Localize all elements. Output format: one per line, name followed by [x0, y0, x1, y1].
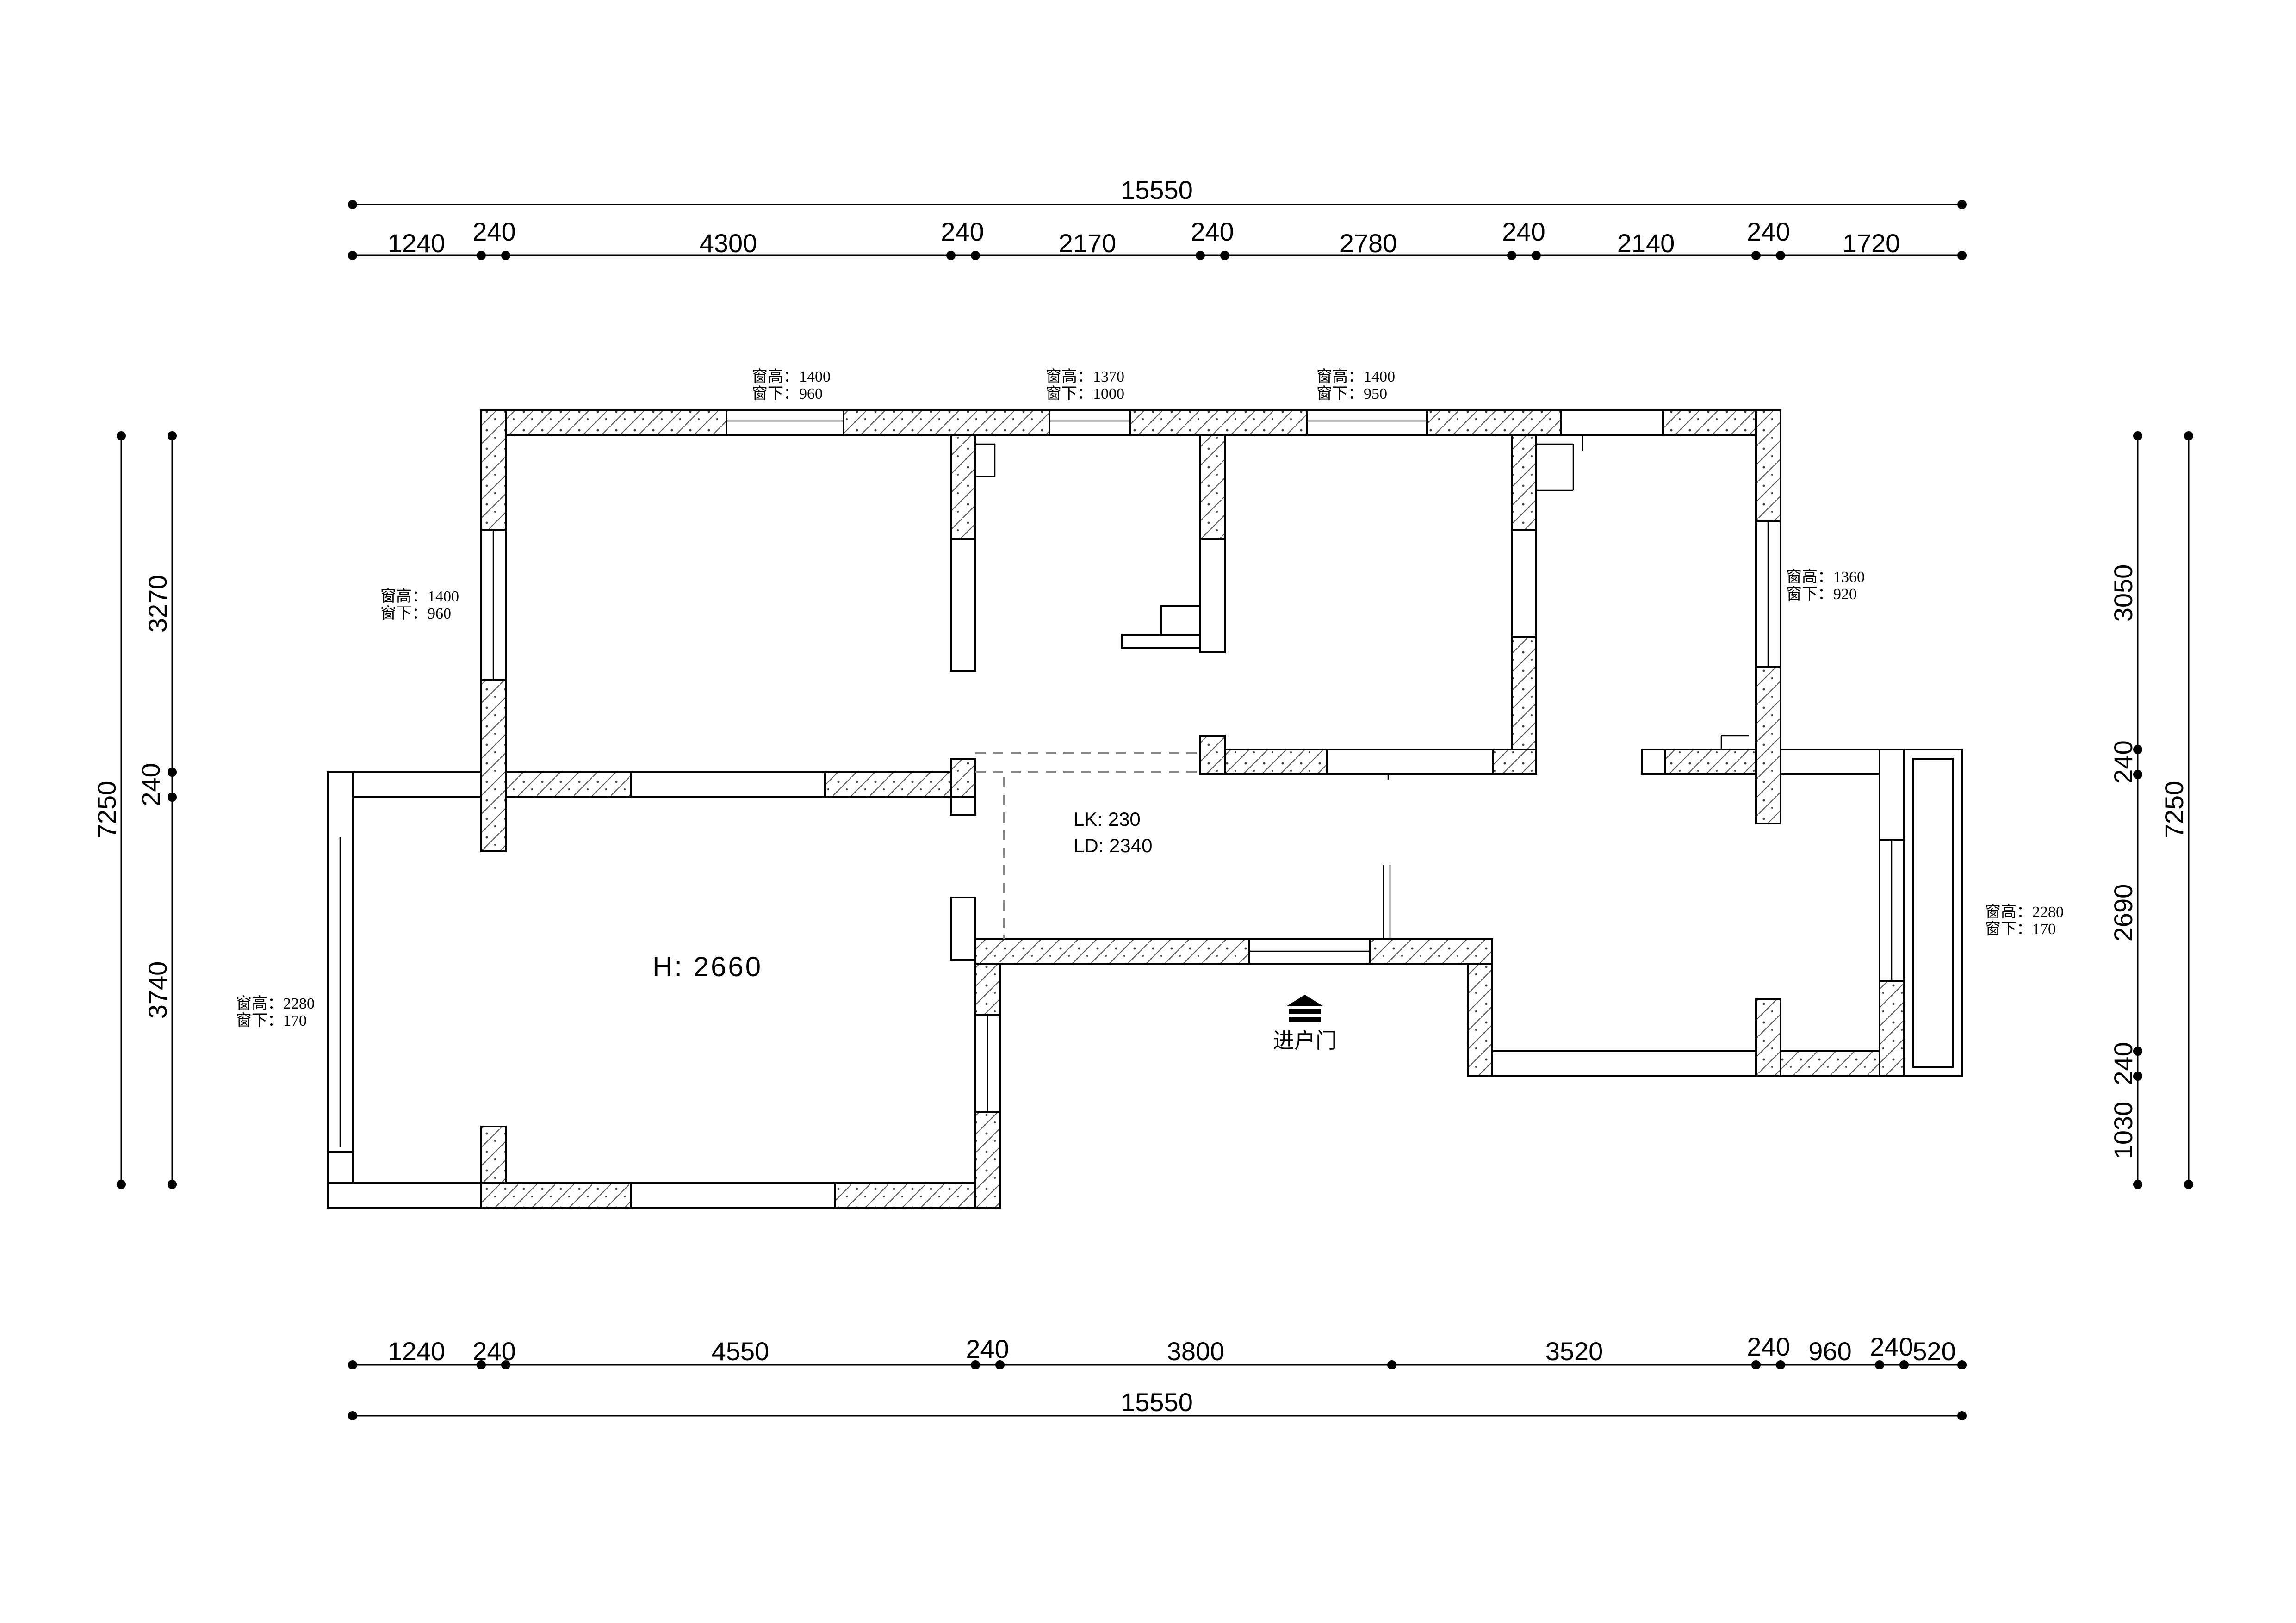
top-seg-1: 1240 [388, 229, 446, 258]
top-seg-3: 4300 [700, 229, 757, 258]
top-seg-2: 240 [472, 217, 515, 246]
window-note-2: 窗高：1370 窗下：1000 [1046, 368, 1124, 403]
bottom-seg-6: 3520 [1545, 1337, 1603, 1366]
lk-label: LK: 230 [1074, 808, 1141, 830]
window-note-7: 窗高：2280 窗下：170 [236, 995, 315, 1029]
svg-text:窗高：1400: 窗高：1400 [380, 588, 459, 605]
bottom-seg-8: 960 [1808, 1337, 1851, 1366]
top-segment-dimension: 1240 240 4300 240 2170 240 2780 240 2140… [348, 217, 1967, 260]
bottom-segment-dimension: 1240 240 4550 240 3800 3520 240 960 240 … [348, 1332, 1967, 1369]
top-seg-9: 2140 [1617, 229, 1675, 258]
top-seg-7: 2780 [1340, 229, 1397, 258]
opening-dashes [975, 752, 1200, 939]
top-total-label: 15550 [1121, 175, 1193, 204]
right-seg-3: 2690 [2109, 884, 2138, 942]
top-seg-11: 1720 [1843, 229, 1900, 258]
right-seg-4: 240 [2109, 1042, 2138, 1085]
top-total-dimension: 15550 [348, 175, 1967, 209]
bottom-seg-10: 520 [1912, 1337, 1955, 1366]
top-seg-4: 240 [941, 217, 984, 246]
bottom-total-dimension: 15550 [348, 1388, 1967, 1420]
bottom-seg-7: 240 [1747, 1332, 1790, 1361]
right-segment-dimension: 3050 240 2690 240 1030 [2109, 431, 2142, 1189]
svg-text:窗高：1400: 窗高：1400 [1316, 368, 1395, 385]
entrance-label: 进户门 [1273, 1028, 1337, 1053]
left-seg-1: 3270 [143, 575, 172, 633]
right-seg-1: 3050 [2109, 564, 2138, 622]
right-total-label: 7250 [2159, 781, 2189, 839]
right-total-dimension: 7250 [2159, 431, 2193, 1189]
bottom-seg-1: 1240 [388, 1337, 446, 1366]
svg-text:窗高：2280: 窗高：2280 [236, 995, 315, 1012]
svg-text:窗高：1360: 窗高：1360 [1786, 568, 1865, 586]
svg-text:窗下：920: 窗下：920 [1786, 585, 1857, 603]
svg-text:窗下：960: 窗下：960 [380, 605, 451, 622]
top-seg-6: 240 [1191, 217, 1234, 246]
bottom-seg-3: 4550 [712, 1337, 769, 1366]
svg-text:窗高：2280: 窗高：2280 [1985, 903, 2064, 921]
ld-label: LD: 2340 [1074, 835, 1152, 856]
svg-text:窗下：170: 窗下：170 [236, 1012, 307, 1029]
svg-text:窗下：1000: 窗下：1000 [1046, 385, 1124, 403]
window-note-4: 窗高：1400 窗下：960 [380, 588, 459, 622]
bottom-seg-9: 240 [1870, 1332, 1913, 1361]
left-total-dimension: 7250 [92, 431, 126, 1189]
right-seg-5: 1030 [2109, 1102, 2138, 1159]
bottom-seg-4: 240 [966, 1334, 1009, 1363]
svg-text:窗高：1400: 窗高：1400 [752, 368, 831, 385]
svg-text:窗高：1370: 窗高：1370 [1046, 368, 1124, 385]
bottom-seg-2: 240 [472, 1337, 515, 1366]
window-note-6: 窗高：2280 窗下：170 [1985, 903, 2064, 938]
left-seg-2: 240 [136, 763, 165, 806]
bottom-seg-5: 3800 [1167, 1337, 1225, 1366]
svg-text:窗下：950: 窗下：950 [1316, 385, 1387, 403]
entrance-arrow-icon [1286, 995, 1323, 1022]
ceiling-height-label: H: 2660 [652, 951, 763, 982]
svg-text:窗下：960: 窗下：960 [752, 385, 823, 403]
left-total-label: 7250 [92, 781, 121, 839]
svg-text:窗下：170: 窗下：170 [1985, 920, 2056, 938]
top-seg-5: 2170 [1059, 229, 1117, 258]
left-segment-dimension: 3270 240 3740 [136, 431, 177, 1189]
right-seg-2: 240 [2109, 740, 2138, 783]
top-seg-8: 240 [1502, 217, 1545, 246]
window-note-5: 窗高：1360 窗下：920 [1786, 568, 1865, 603]
window-note-3: 窗高：1400 窗下：950 [1316, 368, 1395, 403]
bottom-total-label: 15550 [1121, 1388, 1193, 1417]
top-seg-10: 240 [1747, 217, 1790, 246]
window-note-1: 窗高：1400 窗下：960 [752, 368, 831, 403]
walls [327, 409, 1963, 1209]
left-seg-3: 3740 [143, 961, 172, 1019]
